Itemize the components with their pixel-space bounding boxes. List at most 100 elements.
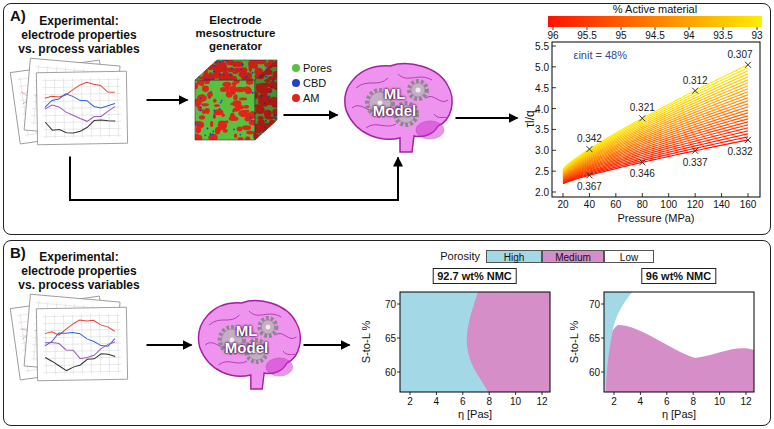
axis-tick-label: 4.5 (535, 82, 549, 93)
data-curve (45, 332, 115, 348)
density-curve (563, 65, 748, 169)
active-particle (238, 88, 246, 92)
input-data-block: Experimental: electrode properties vs. p… (12, 14, 147, 157)
axis-tick (515, 392, 516, 395)
active-particle (263, 60, 266, 65)
binder-particle (233, 128, 235, 130)
active-particle (263, 61, 268, 64)
active-particle (242, 125, 251, 130)
binder-particle (200, 98, 202, 100)
legend-text: High (504, 251, 525, 262)
active-particle (225, 84, 229, 92)
legend-text: AM (303, 92, 320, 104)
data-point-marker (692, 88, 698, 94)
axis-tick-label: 160 (740, 199, 757, 210)
flow-arrow (284, 114, 338, 116)
density-curve (563, 68, 748, 170)
region-medium (400, 292, 550, 392)
axis-tick (746, 392, 747, 395)
active-particle (191, 68, 200, 71)
binder-particle (272, 137, 274, 139)
axis-tick (436, 392, 437, 395)
axis-tick (695, 193, 696, 197)
axis-tick (642, 193, 643, 197)
active-particle (269, 138, 275, 141)
axis-tick-label: 2 (611, 396, 617, 407)
brain-fold (209, 315, 239, 325)
axis-tick-label: 60 (589, 367, 600, 378)
binder-particle (250, 120, 252, 122)
axis-tick (719, 392, 720, 395)
colorbar-title: % Active material (613, 3, 697, 15)
axis-tick-label: 12 (740, 396, 751, 407)
brain-fold (283, 351, 296, 355)
axis-tick (668, 193, 669, 197)
axis-tick (552, 129, 556, 130)
colorbar-tick: 93.5 (713, 30, 732, 41)
binder-particle (255, 65, 257, 67)
data-point-marker (745, 62, 751, 68)
axis-tick (410, 392, 411, 395)
active-particle (267, 132, 273, 137)
axis-title: η [Pas] (662, 408, 696, 420)
binder-particle (200, 110, 202, 112)
active-particle (197, 121, 203, 128)
active-particle (260, 63, 268, 69)
density-curve (563, 95, 748, 175)
generator-block: Electrode mesostructure generator (188, 14, 284, 142)
axis-tick (640, 392, 641, 395)
colorbar (548, 16, 762, 27)
cerebellum (416, 121, 444, 139)
node-text: Experimental: electrode properties vs. p… (12, 250, 147, 292)
active-particle (213, 99, 217, 103)
flow-arrow (70, 157, 398, 201)
plot-frame (604, 292, 754, 392)
brain-fold (434, 114, 448, 118)
brain-shape (198, 300, 300, 388)
binder-particle (259, 67, 261, 69)
binder-particle (197, 124, 199, 126)
legend-text: Low (620, 251, 638, 262)
axis-tick-label: 70 (385, 299, 396, 310)
gear-teeth (409, 81, 427, 99)
binder-particle (220, 102, 222, 104)
point-value: 0.332 (727, 145, 752, 156)
porosity-map-plot: 96 wt% NMC (562, 266, 762, 422)
porosity-map (397, 292, 550, 395)
active-particle (270, 126, 276, 134)
colorbar-tick: 95.5 (577, 30, 596, 41)
axis-tick-label: 120 (687, 199, 704, 210)
density-curve (563, 92, 748, 175)
axis-tick-label: 6 (460, 396, 466, 407)
density-curve (563, 110, 748, 178)
plot-frame (552, 42, 760, 197)
active-particle (261, 60, 271, 65)
gear-body (411, 83, 425, 97)
active-particle (267, 131, 275, 139)
data-curve (45, 120, 115, 134)
data-point-marker (745, 137, 751, 143)
axis-tick-label: 2.0 (535, 187, 549, 198)
density-curve (563, 83, 748, 173)
active-particle (238, 137, 244, 141)
grid-line (43, 114, 121, 115)
density-curve (563, 71, 748, 170)
cube-shade (255, 60, 277, 140)
axis-tick-label: 5.0 (535, 61, 549, 72)
active-particle (237, 126, 243, 131)
binder-particle (250, 117, 252, 119)
active-particle (202, 85, 209, 91)
axis-tick (552, 87, 556, 88)
node-text: εinit = 48% (574, 49, 628, 62)
active-particle (222, 114, 225, 118)
legend-dot (292, 79, 300, 87)
binder-particle (209, 96, 211, 98)
density-curve (563, 86, 748, 173)
brain-fold (398, 74, 432, 80)
active-particle (232, 100, 241, 107)
active-particle (262, 58, 270, 63)
brain-fold (248, 311, 280, 317)
axis-tick-label: 10 (510, 396, 521, 407)
legend-title: Porosity (440, 250, 480, 262)
active-particle (230, 86, 237, 94)
